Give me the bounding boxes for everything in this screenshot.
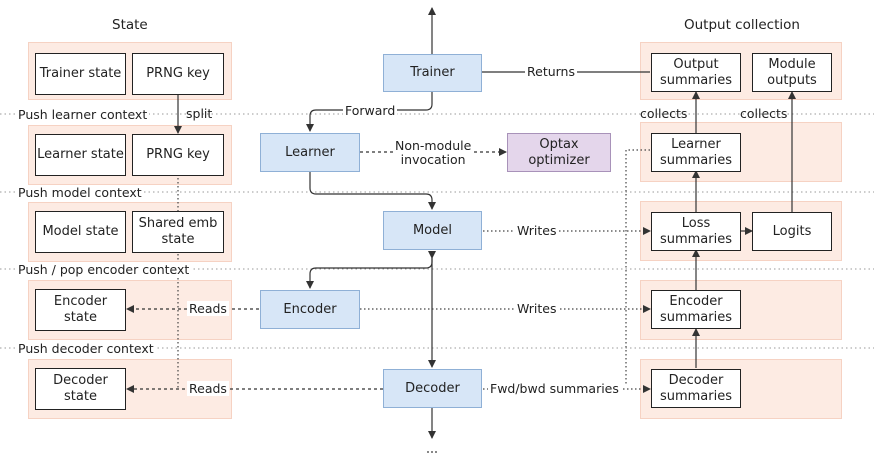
trainer-module-box: Trainer (383, 54, 482, 92)
decoder-summaries-box: Decoder summaries (651, 369, 741, 408)
model-state-box: Model state (35, 211, 126, 253)
shared-emb-state-box: Shared emb state (132, 211, 224, 253)
model-encoder-arrow (306, 251, 433, 289)
collects-label-1: collects (640, 106, 688, 121)
context-separators (0, 113, 874, 349)
non-module-invocation-label: Non-module invocation (393, 138, 474, 167)
learner-module-box: Learner (260, 133, 360, 172)
fwd-bwd-summaries-label: Fwd/bwd summaries (488, 381, 621, 396)
prng-key-box-1: PRNG key (132, 53, 224, 95)
decoder-module-box: Decoder (383, 369, 482, 408)
context-label-model: Push model context (16, 185, 144, 200)
writes-encoder-label: Writes (515, 301, 559, 316)
encoder-state-box: Encoder state (35, 289, 126, 331)
context-label-decoder: Push decoder context (16, 341, 156, 356)
prng-key-box-2: PRNG key (132, 134, 224, 176)
trainer-state-box: Trainer state (35, 53, 126, 95)
ellipsis-label: ... (426, 440, 427, 455)
learner-summaries-box: Learner summaries (651, 133, 741, 172)
optax-optimizer-box: Optax optimizer (507, 133, 611, 172)
forward-label: Forward (343, 103, 398, 118)
encoder-summaries-box: Encoder summaries (651, 290, 741, 329)
learner-state-box: Learner state (35, 134, 126, 176)
encoder-module-box: Encoder (260, 290, 360, 329)
logits-box: Logits (752, 212, 832, 251)
collects-label-2: collects (740, 106, 788, 121)
writes-model-label: Writes (515, 223, 559, 238)
context-label-encoder: Push / pop encoder context (16, 262, 192, 277)
output-summaries-box: Output summaries (651, 53, 741, 92)
loss-summaries-box: Loss summaries (651, 212, 741, 251)
ellipsis-dots (427, 451, 437, 453)
split-label: split (186, 106, 213, 121)
state-header: State (112, 17, 148, 33)
learner-model-arrow (309, 172, 436, 210)
reads-decoder-label: Reads (187, 381, 229, 396)
returns-label: Returns (525, 64, 577, 79)
model-module-box: Model (383, 211, 482, 250)
module-outputs-box: Module outputs (752, 53, 832, 92)
output-collection-header: Output collection (684, 17, 800, 33)
context-label-learner: Push learner context (16, 107, 150, 122)
reads-encoder-label: Reads (187, 301, 229, 316)
optax-fwd-bwd-path (625, 149, 650, 385)
decoder-state-box: Decoder state (35, 368, 126, 410)
